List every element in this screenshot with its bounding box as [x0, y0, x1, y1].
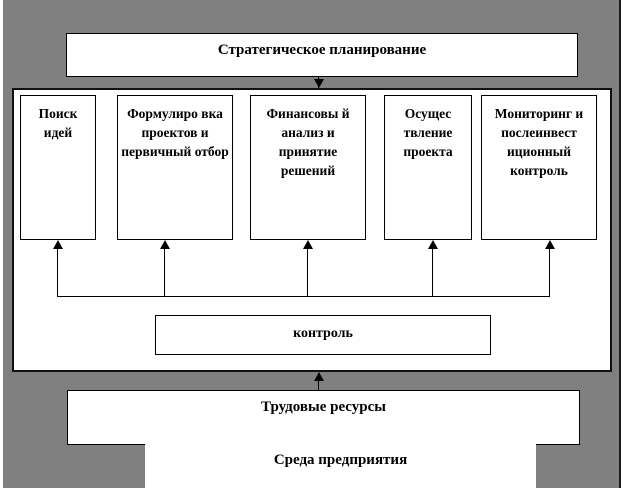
feedback-arrow-icon-3 [303, 240, 313, 249]
stage-box-formulation[interactable]: Формулиро вка проектов и первичный отбор [117, 95, 233, 240]
feedback-riser-3 [307, 248, 308, 296]
enterprise-environment-box[interactable]: Среда предприятия [145, 444, 536, 488]
control-label: контроль [293, 326, 353, 341]
stage-label-implementation: Осущес твление проекта [403, 106, 453, 160]
labor-resources-box[interactable]: Трудовые ресурсы [67, 390, 580, 445]
stage-label-monitoring: Мониторинг и послеинвест иционный контро… [494, 106, 584, 179]
enterprise-environment-label: Среда предприятия [273, 452, 408, 468]
feedback-arrow-icon-2 [160, 240, 170, 249]
stage-box-financial-analysis[interactable]: Финансовы й анализ и принятие решений [250, 95, 366, 240]
stage-label-financial-analysis: Финансовы й анализ и принятие решений [266, 106, 350, 179]
stage-box-monitoring[interactable]: Мониторинг и послеинвест иционный контро… [481, 95, 597, 240]
stage-label-formulation: Формулиро вка проектов и первичный отбор [121, 106, 229, 160]
feedback-riser-5 [549, 248, 550, 296]
feedback-bus-line [57, 296, 550, 297]
labor-to-container-arrow-icon [314, 372, 324, 381]
feedback-riser-4 [432, 248, 433, 296]
labor-resources-label: Трудовые ресурсы [261, 399, 386, 415]
control-box[interactable]: контроль [155, 315, 491, 355]
stage-box-implementation[interactable]: Осущес твление проекта [384, 95, 472, 240]
strategic-planning-label: Стратегическое планирование [217, 42, 427, 58]
strategic-planning-box[interactable]: Стратегическое планирование [66, 33, 578, 77]
stage-box-search-ideas[interactable]: Поиск идей [20, 95, 96, 240]
feedback-arrow-icon-4 [428, 240, 438, 249]
feedback-riser-2 [164, 248, 165, 296]
feedback-riser-1 [57, 248, 58, 296]
labor-to-container-line [318, 380, 319, 392]
feedback-arrow-icon-5 [545, 240, 555, 249]
stage-label-search-ideas: Поиск идей [38, 106, 78, 141]
feedback-arrow-icon-1 [53, 240, 63, 249]
title-to-container-arrow-icon [314, 79, 324, 88]
